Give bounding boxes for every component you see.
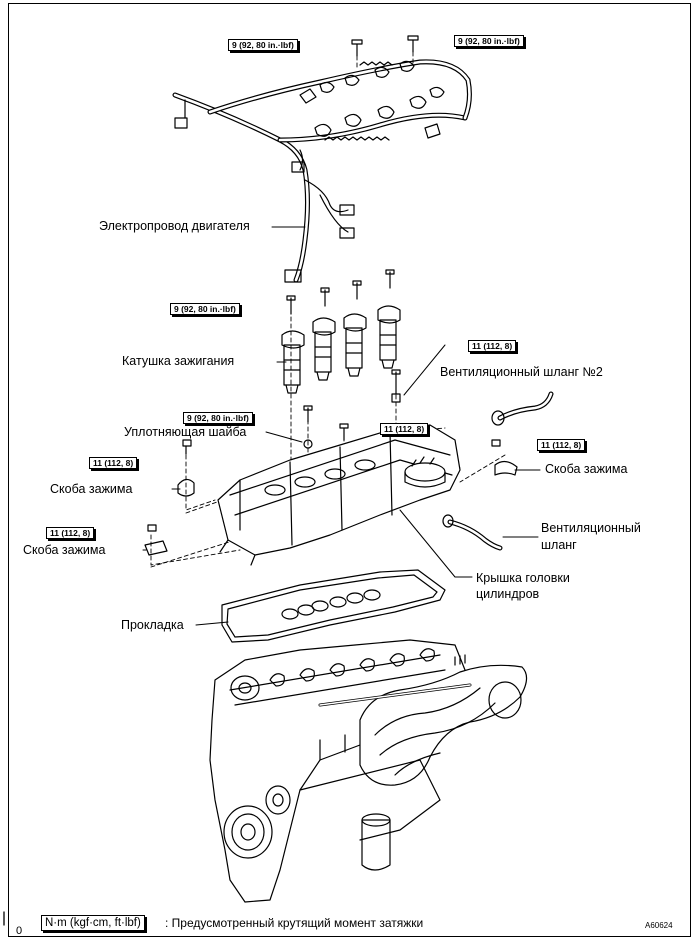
- torque-box-vent-union: 11 (112, 8): [468, 340, 517, 352]
- torque-box-harness-right: 9 (92, 80 in.·lbf): [454, 35, 524, 47]
- corner-mark: 0: [16, 925, 23, 937]
- left-clamps: [144, 439, 195, 556]
- legend-unit-box: N·m (kgf·cm, ft·lbf): [41, 915, 145, 931]
- ignition-coils: [281, 269, 401, 449]
- torque-box-harness-left: 9 (92, 80 in.·lbf): [228, 39, 298, 51]
- label-head-cover-line2: цилиндров: [476, 587, 540, 601]
- torque-box-seal-washer: 9 (92, 80 in.·lbf): [183, 412, 253, 424]
- torque-box-clamp-right: 11 (112, 8): [537, 439, 586, 451]
- ventilation-hose-2: [491, 391, 554, 476]
- label-seal-washer: Уплотняющая шайба: [124, 425, 247, 439]
- label-clamp-right: Скоба зажима: [545, 462, 628, 476]
- engine-block: [209, 639, 528, 903]
- label-head-cover-line1: Крышка головки: [476, 571, 570, 585]
- cylinder-head-cover: [217, 424, 461, 566]
- diagram-frame: [8, 3, 691, 937]
- label-clamp-left-1: Скоба зажима: [50, 482, 133, 496]
- torque-box-clamp-left-1: 11 (112, 8): [89, 457, 138, 469]
- torque-box-clamp-left-2: 11 (112, 8): [46, 527, 95, 539]
- label-engine-wire: Электропровод двигателя: [99, 219, 250, 233]
- head-cover-gasket: [221, 569, 446, 643]
- label-vent-hose-2: Вентиляционный шланг №2: [440, 365, 603, 379]
- label-ignition-coil: Катушка зажигания: [122, 354, 235, 368]
- engine-wire-harness: [172, 35, 472, 283]
- figure-code: A60624: [645, 921, 673, 930]
- label-vent-hose-line2: шланг: [541, 538, 577, 552]
- torque-box-cover-bolt: 11 (112, 8): [380, 423, 429, 435]
- legend-text: : Предусмотренный крутящий момент затяжк…: [165, 916, 424, 930]
- label-vent-hose-line1: Вентиляционный: [541, 521, 641, 535]
- label-clamp-left-2: Скоба зажима: [23, 543, 106, 557]
- label-gasket: Прокладка: [121, 618, 184, 632]
- ventilation-hose: [442, 514, 503, 551]
- torque-box-coil: 9 (92, 80 in.·lbf): [170, 303, 240, 315]
